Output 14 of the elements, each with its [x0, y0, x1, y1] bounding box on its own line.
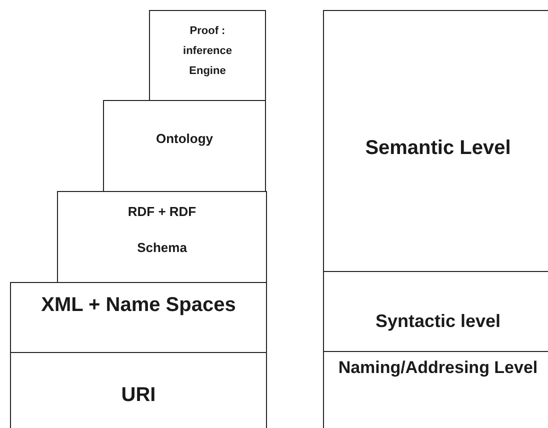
layer-label: Ontology: [156, 131, 214, 147]
layer-box: [323, 10, 548, 272]
layer-label: Syntactic level: [375, 310, 501, 332]
layer-label: URI: [121, 383, 156, 407]
layer-box: [10, 352, 267, 428]
layer-label: Proof : inference Engine: [182, 24, 233, 79]
layer-label: Semantic Level: [365, 136, 511, 160]
layer-box: [103, 100, 266, 192]
layer-label: RDF + RDF Schema: [126, 203, 198, 257]
layer-box: [10, 282, 267, 353]
layer-box: [149, 10, 266, 101]
layer-label: XML + Name Spaces: [41, 293, 236, 317]
layer-box: [57, 191, 267, 283]
layer-label: Naming/Addresing Level: [338, 357, 538, 379]
